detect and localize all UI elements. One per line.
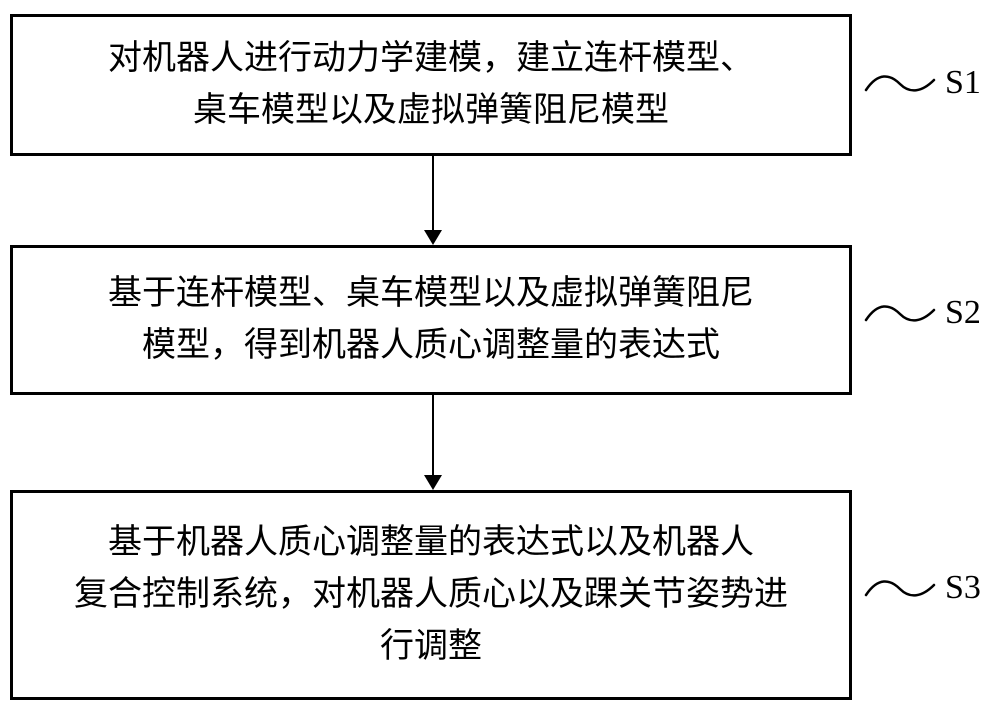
- step-label-s3: S3: [945, 569, 981, 606]
- step-s3-text-line-3: 行调整: [380, 628, 482, 665]
- step-box-s2: 基于连杆模型、桌车模型以及虚拟弹簧阻尼 模型，得到机器人质心调整量的表达式: [10, 245, 852, 395]
- step-box-s3: 基于机器人质心调整量的表达式以及机器人 复合控制系统，对机器人质心以及踝关节姿势…: [10, 490, 852, 700]
- arrow-shaft: [432, 395, 434, 475]
- step-box-s1: 对机器人进行动力学建模，建立连杆模型、 桌车模型以及虚拟弹簧阻尼模型: [10, 14, 852, 156]
- step-s1-text-line-1: 对机器人进行动力学建模，建立连杆模型、: [108, 40, 754, 77]
- arrow-shaft: [432, 156, 434, 230]
- leader-line-s2: [864, 305, 936, 322]
- leader-line-s3: [864, 580, 936, 597]
- step-s1-text-line-2: 桌车模型以及虚拟弹簧阻尼模型: [193, 92, 669, 129]
- arrow-head-icon: [424, 230, 442, 245]
- step-s2-text-line-2: 模型，得到机器人质心调整量的表达式: [142, 327, 720, 364]
- arrow-head-icon: [424, 475, 442, 490]
- down-arrow-2: [424, 395, 442, 490]
- step-s3-text-line-1: 基于机器人质心调整量的表达式以及机器人: [108, 524, 754, 561]
- step-s2-text-line-1: 基于连杆模型、桌车模型以及虚拟弹簧阻尼: [108, 275, 754, 312]
- down-arrow-1: [424, 156, 442, 245]
- leader-line-s1: [864, 75, 936, 92]
- step-label-s2: S2: [945, 294, 981, 331]
- step-s3-text-line-2: 复合控制系统，对机器人质心以及踝关节姿势进: [74, 576, 788, 613]
- step-label-s1: S1: [945, 64, 981, 101]
